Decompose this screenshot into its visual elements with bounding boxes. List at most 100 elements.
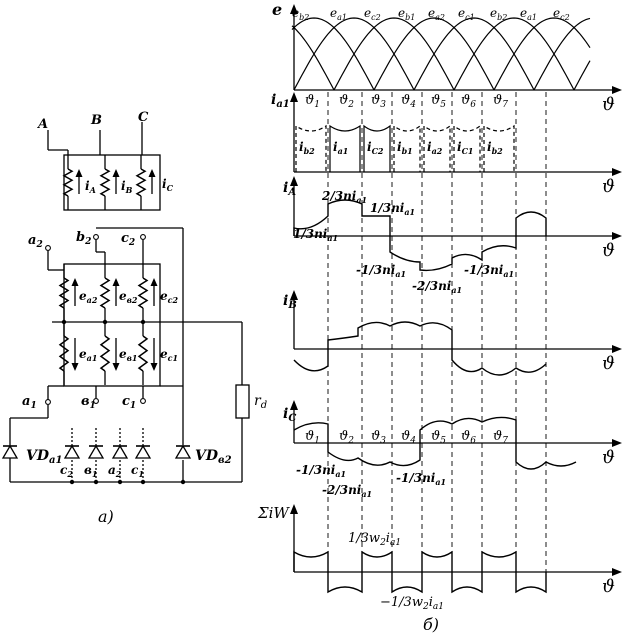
emf-label-5: ec1 xyxy=(458,6,475,22)
theta-interval-c-3-main: ϑ xyxy=(401,429,410,444)
winding-c2 xyxy=(137,264,158,322)
pulse-label-6-main: i xyxy=(487,140,492,154)
dashed-diode-3 xyxy=(134,444,152,459)
theta-interval-c-3-sub: 4 xyxy=(409,436,416,446)
emf-sine-7 xyxy=(573,60,591,91)
emf-sine-6 xyxy=(533,17,591,91)
dashed-diode-label-0-main: c xyxy=(60,463,68,477)
caption-a-main: а) xyxy=(98,507,114,526)
ia1-axis-label: ia1 xyxy=(271,92,290,110)
winding-b2-arrowhead xyxy=(112,278,120,286)
theta-interval-6-main: ϑ xyxy=(493,93,502,108)
current-iB-label: iB xyxy=(121,179,133,195)
emf-label-2-main: e xyxy=(364,6,371,20)
pulse-3 xyxy=(393,124,421,172)
emf-label-2-sub: c2 xyxy=(371,13,381,22)
resistor-label-main: r xyxy=(254,393,262,409)
emf-a2-label: ea2 xyxy=(79,289,98,305)
iA-text-1-sub: a1 xyxy=(327,233,338,243)
theta-interval-0-main: ϑ xyxy=(305,93,314,108)
pulse-label-5-main: i xyxy=(457,140,462,154)
iC-axis-x-arrow xyxy=(612,439,622,447)
iB-axis-theta: ϑ xyxy=(602,353,615,374)
iA-text-0-sub: a1 xyxy=(356,195,367,205)
winding-C-zigzag xyxy=(135,168,147,197)
theta-interval-c-0: ϑ1 xyxy=(305,429,320,446)
emf-sine-5 xyxy=(493,17,591,91)
sum-bottom-label-part-2: i xyxy=(429,595,433,610)
diode-VDa1 xyxy=(1,444,19,459)
emf-label-2: ec2 xyxy=(364,6,381,22)
theta-interval-3-main: ϑ xyxy=(401,93,410,108)
theta-interval-c-1-sub: 2 xyxy=(347,436,354,446)
theta-interval-2: ϑ3 xyxy=(371,93,386,110)
current-iC-label-main: i xyxy=(162,177,167,191)
theta-interval-c-1: ϑ2 xyxy=(339,429,354,446)
theta-interval-c-3: ϑ4 xyxy=(401,429,416,446)
diode-VDa1-label-sub: a1 xyxy=(49,455,62,466)
terminal-A-label-main: A xyxy=(36,117,48,132)
terminal-B-label: B xyxy=(90,113,102,128)
theta-interval-6: ϑ7 xyxy=(493,93,508,110)
pulse-label-1-sub: a1 xyxy=(338,146,349,156)
dashed-diode-label-3: c1 xyxy=(131,463,144,479)
emf-sine--1 xyxy=(291,17,375,91)
theta-interval-c-4-main: ϑ xyxy=(431,429,440,444)
primary-frame xyxy=(63,154,161,211)
emf-label-0-sub: b2 xyxy=(299,13,309,22)
emf-b2-label-main: e xyxy=(119,289,127,303)
theta-interval-0: ϑ1 xyxy=(305,93,320,110)
emf-b1-label: eв1 xyxy=(119,347,137,363)
iA-text-1: 1/3nia1 xyxy=(293,227,338,243)
pulse-4 xyxy=(423,124,451,172)
pulse-label-6-sub: b2 xyxy=(492,146,504,156)
theta-interval-5: ϑ6 xyxy=(461,93,476,110)
theta-interval-2-sub: 3 xyxy=(380,100,386,110)
pulse-label-5: iC1 xyxy=(457,140,474,156)
winding-c1-arrowhead xyxy=(150,363,158,371)
terminal-a1-label-sub: 1 xyxy=(30,401,36,411)
emf-c2-label-sub: c2 xyxy=(168,295,179,305)
iC-text-2-main: -1/3ni xyxy=(396,471,436,485)
winding-C xyxy=(135,155,156,210)
terminal-b1-label-sub: 1 xyxy=(90,401,96,411)
pulse-5 xyxy=(453,124,481,172)
iC-axis-label-sub: C xyxy=(288,413,296,424)
dashed-diode-label-2: a2 xyxy=(108,463,122,479)
dashed-diode-label-2-sub: 2 xyxy=(115,469,122,479)
sum-top-label-part-2: i xyxy=(386,531,390,546)
iA-waveform xyxy=(293,199,547,272)
emf-label-7-sub: a1 xyxy=(527,13,537,22)
emf-label-0-main: e xyxy=(292,6,299,20)
emf-a1-label-main: e xyxy=(79,347,87,361)
winding-b1-zigzag xyxy=(99,335,111,372)
emf-c1-label: ec1 xyxy=(160,347,178,363)
iC-axis-label: iC xyxy=(283,406,296,424)
diode-VDa1-label-main: VD xyxy=(26,448,50,464)
emf-axis-label: e xyxy=(272,0,282,19)
emf-label-5-sub: c1 xyxy=(465,13,475,22)
dashed-diode-label-0: c2 xyxy=(60,463,73,479)
pulse-6 xyxy=(483,124,515,172)
terminal-a2-label-sub: 2 xyxy=(35,240,42,250)
iA-text-5: -1/3nia1 xyxy=(464,263,514,279)
theta-interval-c-1-main: ϑ xyxy=(339,429,348,444)
theta-interval-c-6-main: ϑ xyxy=(493,429,502,444)
dashed-diode-label-2-main: a xyxy=(108,463,116,477)
theta-interval-c-4-sub: 5 xyxy=(440,436,446,446)
emf-label-1: ea1 xyxy=(330,6,347,22)
theta-interval-c-6-sub: 7 xyxy=(502,436,508,446)
dashed-diode-3-triangle xyxy=(134,444,152,459)
ia1-axis-theta: ϑ xyxy=(602,176,615,197)
iA-axis-label: iA xyxy=(283,180,296,198)
pulse-label-6: ib2 xyxy=(487,140,503,156)
dashed-diode-label-1-main: в xyxy=(84,463,92,477)
diode-VDb2-label-sub: в2 xyxy=(218,455,232,466)
dashed-diode-2 xyxy=(111,444,129,459)
iA-text-4: -2/3nia1 xyxy=(412,279,462,295)
diode-VDb2-triangle xyxy=(174,444,192,459)
emf-label-3-main: e xyxy=(398,6,405,20)
terminal-a1-label: a1 xyxy=(22,394,37,411)
winding-a2-zigzag xyxy=(58,277,70,309)
